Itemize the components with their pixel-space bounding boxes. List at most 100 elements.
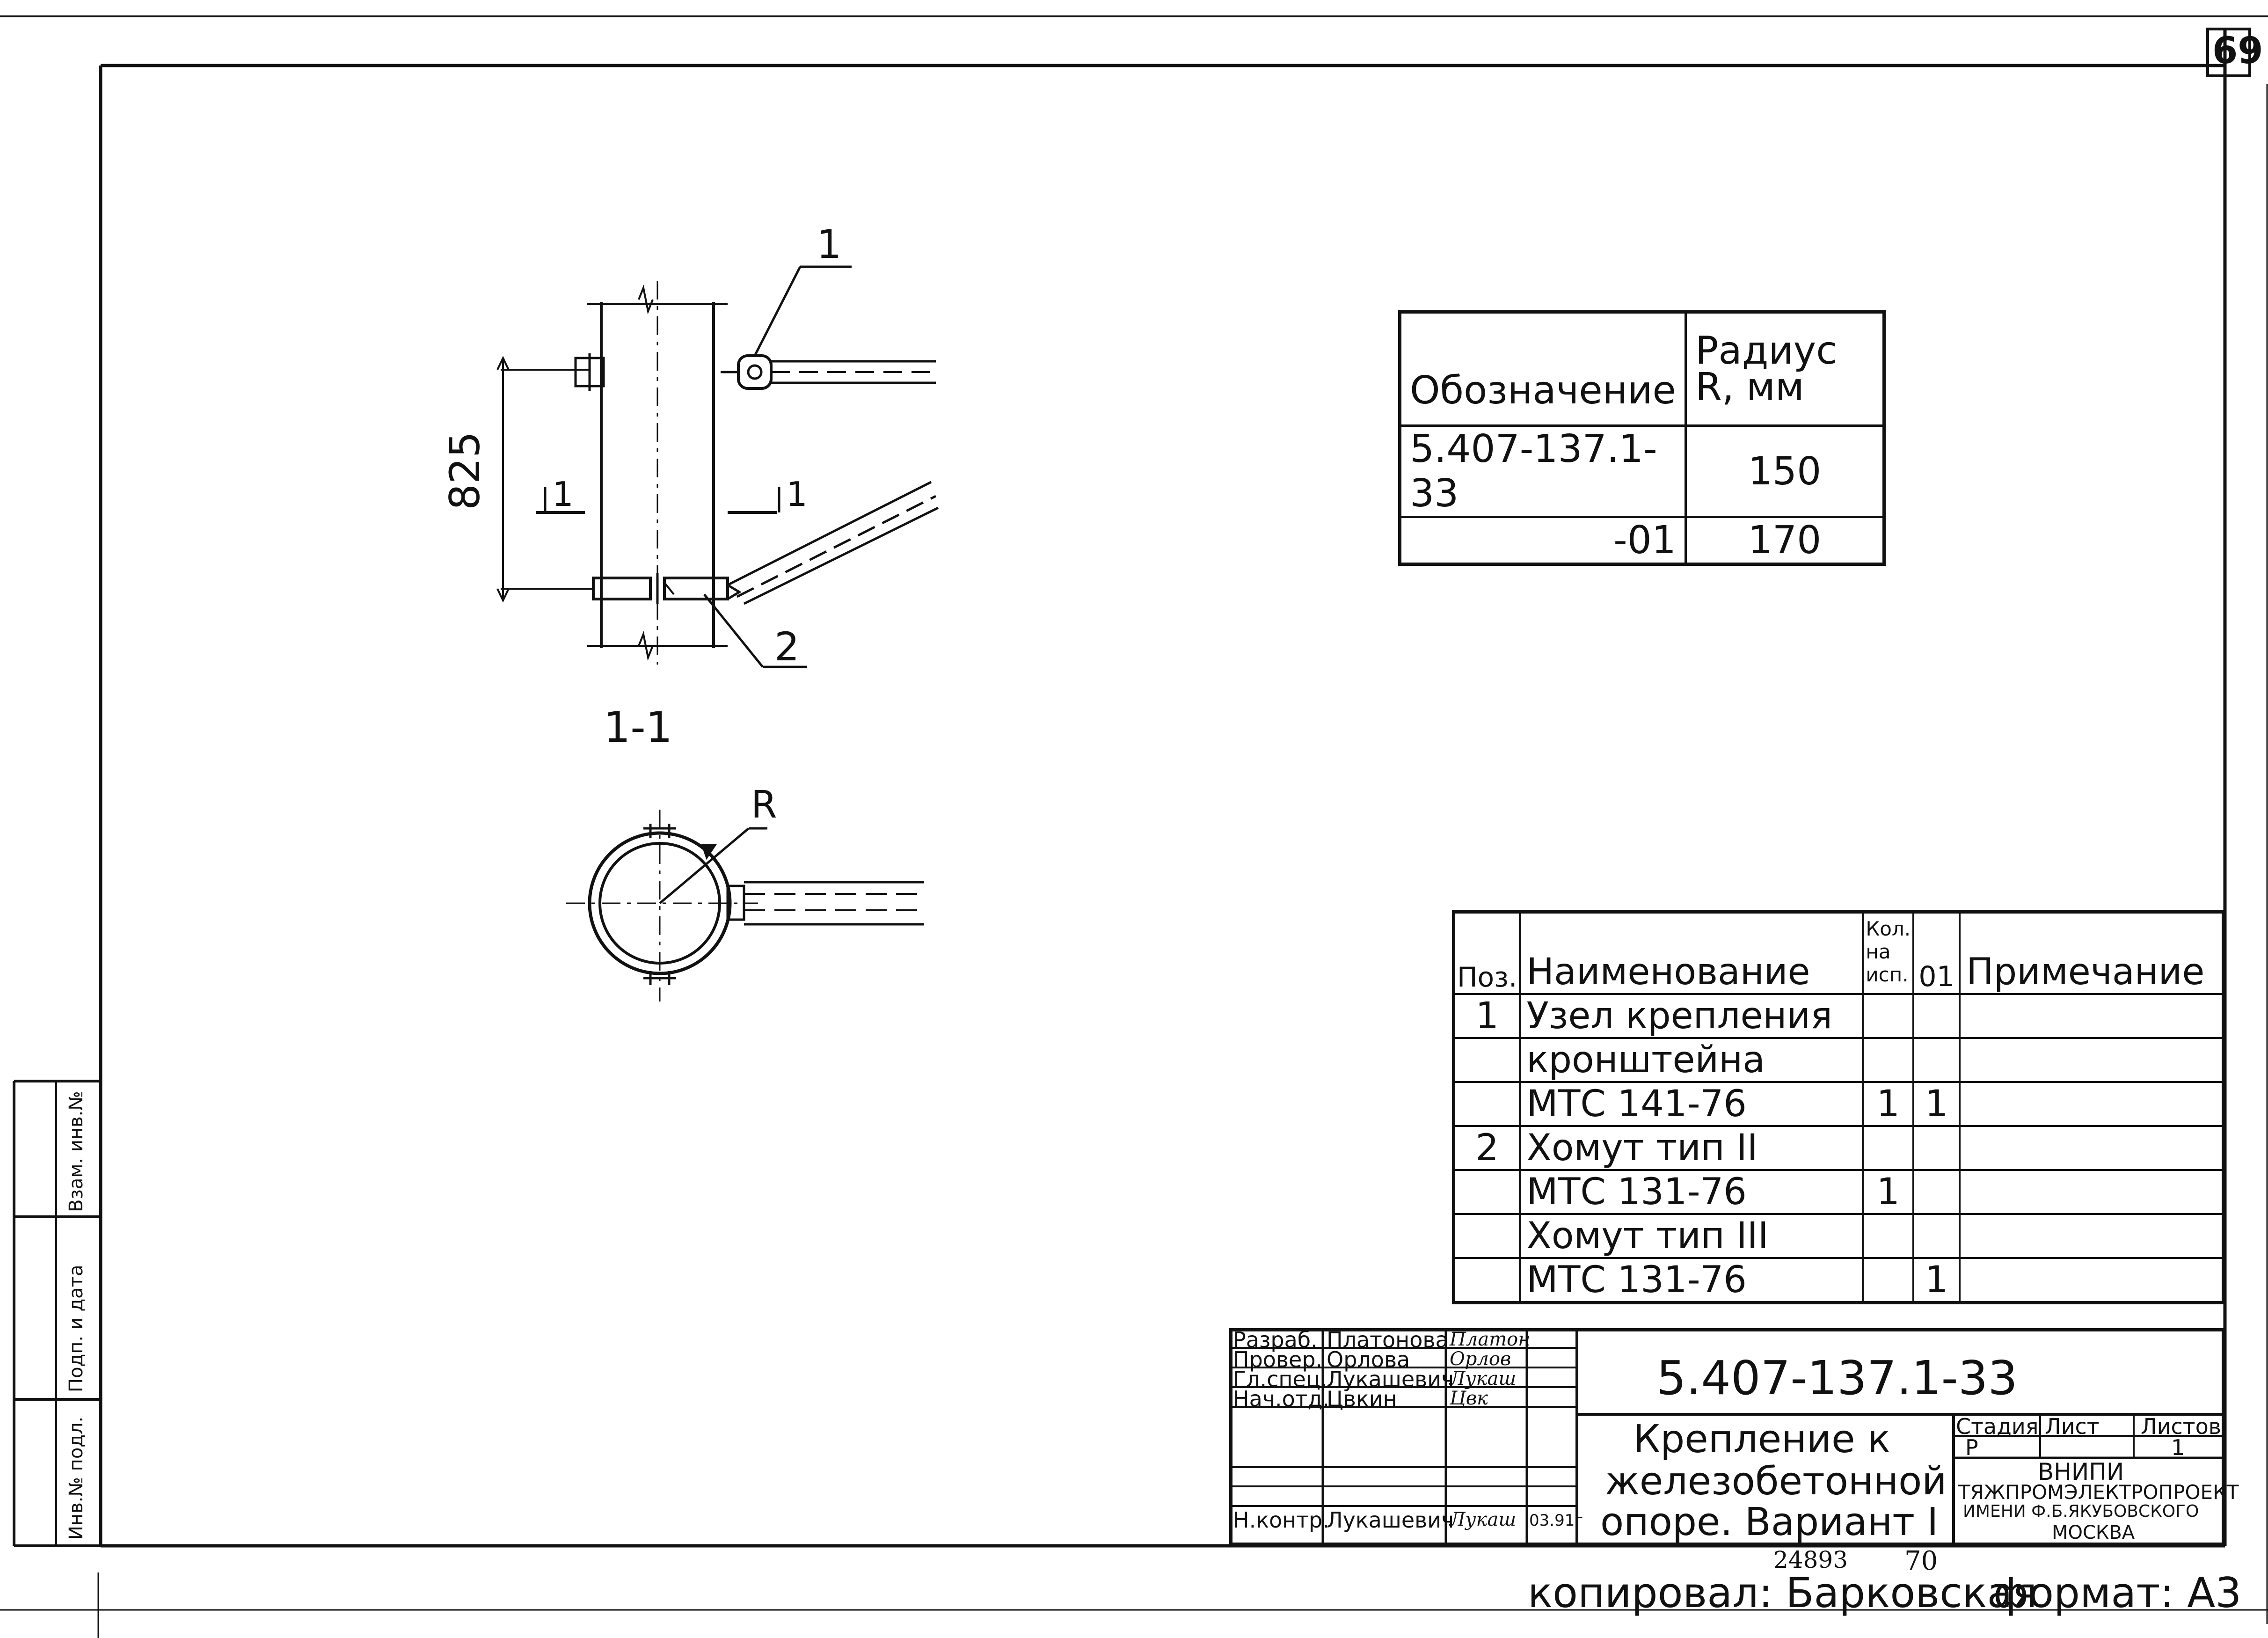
- section-view: [566, 810, 924, 1002]
- stage-value: Р: [1965, 1435, 1978, 1460]
- radius-header-line2: R, мм: [1695, 365, 1804, 410]
- radius-header-line1: Радиус: [1695, 328, 1838, 373]
- spec-cell-q1: [1912, 1213, 1961, 1259]
- role-checker: Провер.: [1233, 1347, 1323, 1372]
- org-line-2: ТЯЖПРОМЭЛЕКТРОПРОЕКТ: [1958, 1481, 2239, 1504]
- spec-cell-pos: [1452, 1037, 1521, 1083]
- spec-cell-q0: [1862, 1257, 1915, 1304]
- section-title: 1-1: [604, 703, 672, 752]
- radius-label: R: [751, 783, 777, 826]
- footer-page: 70: [1904, 1546, 1938, 1576]
- spec-cell-note: [1959, 1213, 2224, 1259]
- spec-cell-q1: [1912, 1169, 1961, 1215]
- name-chief-specialist: Лукашевич: [1327, 1367, 1454, 1392]
- spec-cell-note: [1959, 1169, 2224, 1215]
- footer-number: 24893: [1773, 1546, 1848, 1573]
- norm-control-date: 03.91г: [1529, 1511, 1583, 1530]
- stamp-replace-inv: Взам. инв.№: [66, 1091, 87, 1212]
- table-row: 1 Узел крепления: [1452, 993, 2224, 1039]
- spec-col-pos: Поз.: [1452, 911, 1521, 995]
- spec-cell-note: [1959, 1125, 2224, 1171]
- signature-norm-control: Лукаш: [1450, 1509, 1517, 1530]
- spec-cell-q0: [1862, 993, 1915, 1039]
- spec-cell-pos: 1: [1452, 993, 1521, 1039]
- table-row: 5.407-137.1-33 150: [1399, 424, 1885, 518]
- table-row: МТС 141-76 1 1: [1452, 1081, 2224, 1127]
- spec-qty-line1: Кол.: [1866, 917, 1911, 940]
- clamp-outer-ring: [588, 831, 732, 975]
- spec-cell-name: МТС 131-76: [1519, 1169, 1864, 1215]
- radius-row-value: 150: [1685, 424, 1885, 518]
- spec-qty-line2: на исп.: [1866, 940, 1909, 986]
- spec-cell-q1: [1912, 1037, 1961, 1083]
- spec-cell-q0: [1862, 1213, 1915, 1259]
- title-block-lines: [1229, 1328, 2225, 1546]
- spec-cell-q0: [1862, 1037, 1915, 1083]
- signature-department-head: Цвк: [1450, 1388, 1488, 1409]
- spec-cell-name: Узел крепления: [1519, 993, 1864, 1039]
- bracket-inclined: [727, 481, 932, 586]
- org-line-1: ВНИПИ: [2038, 1458, 2124, 1485]
- document-code: 5.407-137.1-33: [1656, 1351, 2018, 1405]
- radius-row-designation: 5.407-137.1-33: [1399, 424, 1687, 518]
- sheets-label: Листов: [2141, 1414, 2221, 1439]
- radius-row-value: 170: [1685, 516, 1885, 565]
- spec-cell-pos: [1452, 1169, 1521, 1215]
- role-developer: Разраб.: [1233, 1327, 1318, 1353]
- spec-cell-note: [1959, 1257, 2224, 1304]
- spec-cell-q1: [1912, 1125, 1961, 1171]
- spec-cell-name: МТС 131-76: [1519, 1257, 1864, 1304]
- org-line-4: МОСКВА: [2052, 1522, 2135, 1543]
- spec-cell-pos: [1452, 1213, 1521, 1259]
- stamp-sign-date: Подп. и дата: [66, 1265, 87, 1392]
- role-department-head: Нач.отд.: [1233, 1386, 1329, 1411]
- signature-developer: Платон: [1450, 1329, 1531, 1350]
- sheet-format: формат: А3: [1993, 1569, 2242, 1617]
- spec-cell-pos: [1452, 1081, 1521, 1127]
- stage-label: Стадия: [1956, 1414, 2039, 1439]
- bracket-node: [737, 354, 773, 390]
- spec-col-qty: Кол. на исп.: [1862, 911, 1915, 995]
- side-stamp-lines: [13, 1080, 101, 1547]
- radius-table-header-radius: Радиус R, мм: [1685, 311, 1885, 427]
- spec-cell-note: [1959, 993, 2224, 1039]
- elevation-view: [496, 265, 939, 668]
- signature-chief-specialist: Лукаш: [1450, 1368, 1517, 1389]
- spec-cell-name: кронштейна: [1519, 1037, 1864, 1083]
- table-row: Хомут тип III: [1452, 1213, 2224, 1259]
- sheets-value: 1: [2171, 1435, 2185, 1460]
- spec-col-name: Наименование: [1519, 911, 1864, 995]
- spec-col-qty-01: 01: [1912, 911, 1961, 995]
- spec-col-note: Примечание: [1959, 911, 2224, 995]
- table-row: МТС 131-76 1: [1452, 1169, 2224, 1215]
- leader-label-1: 1: [817, 221, 842, 267]
- sheet-frame: [0, 15, 2268, 1638]
- signature-checker: Орлов: [1450, 1348, 1511, 1370]
- spec-cell-note: [1959, 1037, 2224, 1083]
- spec-cell-q0: 1: [1862, 1169, 1915, 1215]
- radius-row-designation: -01: [1399, 516, 1687, 565]
- table-row: МТС 131-76 1: [1452, 1257, 2224, 1304]
- role-chief-specialist: Гл.спец.: [1233, 1367, 1327, 1392]
- section-mark-right: 1: [786, 475, 808, 514]
- table-row: кронштейна: [1452, 1037, 2224, 1083]
- specification-table: Поз. Наименование Кол. на исп. 01 Примеч…: [1452, 910, 2225, 1304]
- radius-table-header-designation: Обозначение: [1399, 311, 1687, 427]
- title-line-3: опоре. Вариант I: [1600, 1500, 1939, 1544]
- spec-cell-note: [1959, 1081, 2224, 1127]
- name-department-head: Цвкин: [1327, 1386, 1397, 1411]
- sheet-label: Лист: [2045, 1414, 2100, 1439]
- spec-cell-q1: [1912, 993, 1961, 1039]
- dimension-825: 825: [441, 431, 489, 510]
- spec-cell-q0: 1: [1862, 1081, 1915, 1127]
- radius-table: Обозначение Радиус R, мм 5.407-137.1-33 …: [1398, 310, 1886, 566]
- spec-cell-name: Хомут тип III: [1519, 1213, 1864, 1259]
- spec-cell-q1: 1: [1912, 1081, 1961, 1127]
- role-norm-control: Н.контр.: [1233, 1507, 1329, 1533]
- section-mark-left: 1: [552, 475, 574, 514]
- spec-cell-pos: 2: [1452, 1125, 1521, 1171]
- name-developer: Платонова: [1327, 1327, 1449, 1353]
- spec-cell-pos: [1452, 1257, 1521, 1304]
- spec-cell-name: Хомут тип II: [1519, 1125, 1864, 1171]
